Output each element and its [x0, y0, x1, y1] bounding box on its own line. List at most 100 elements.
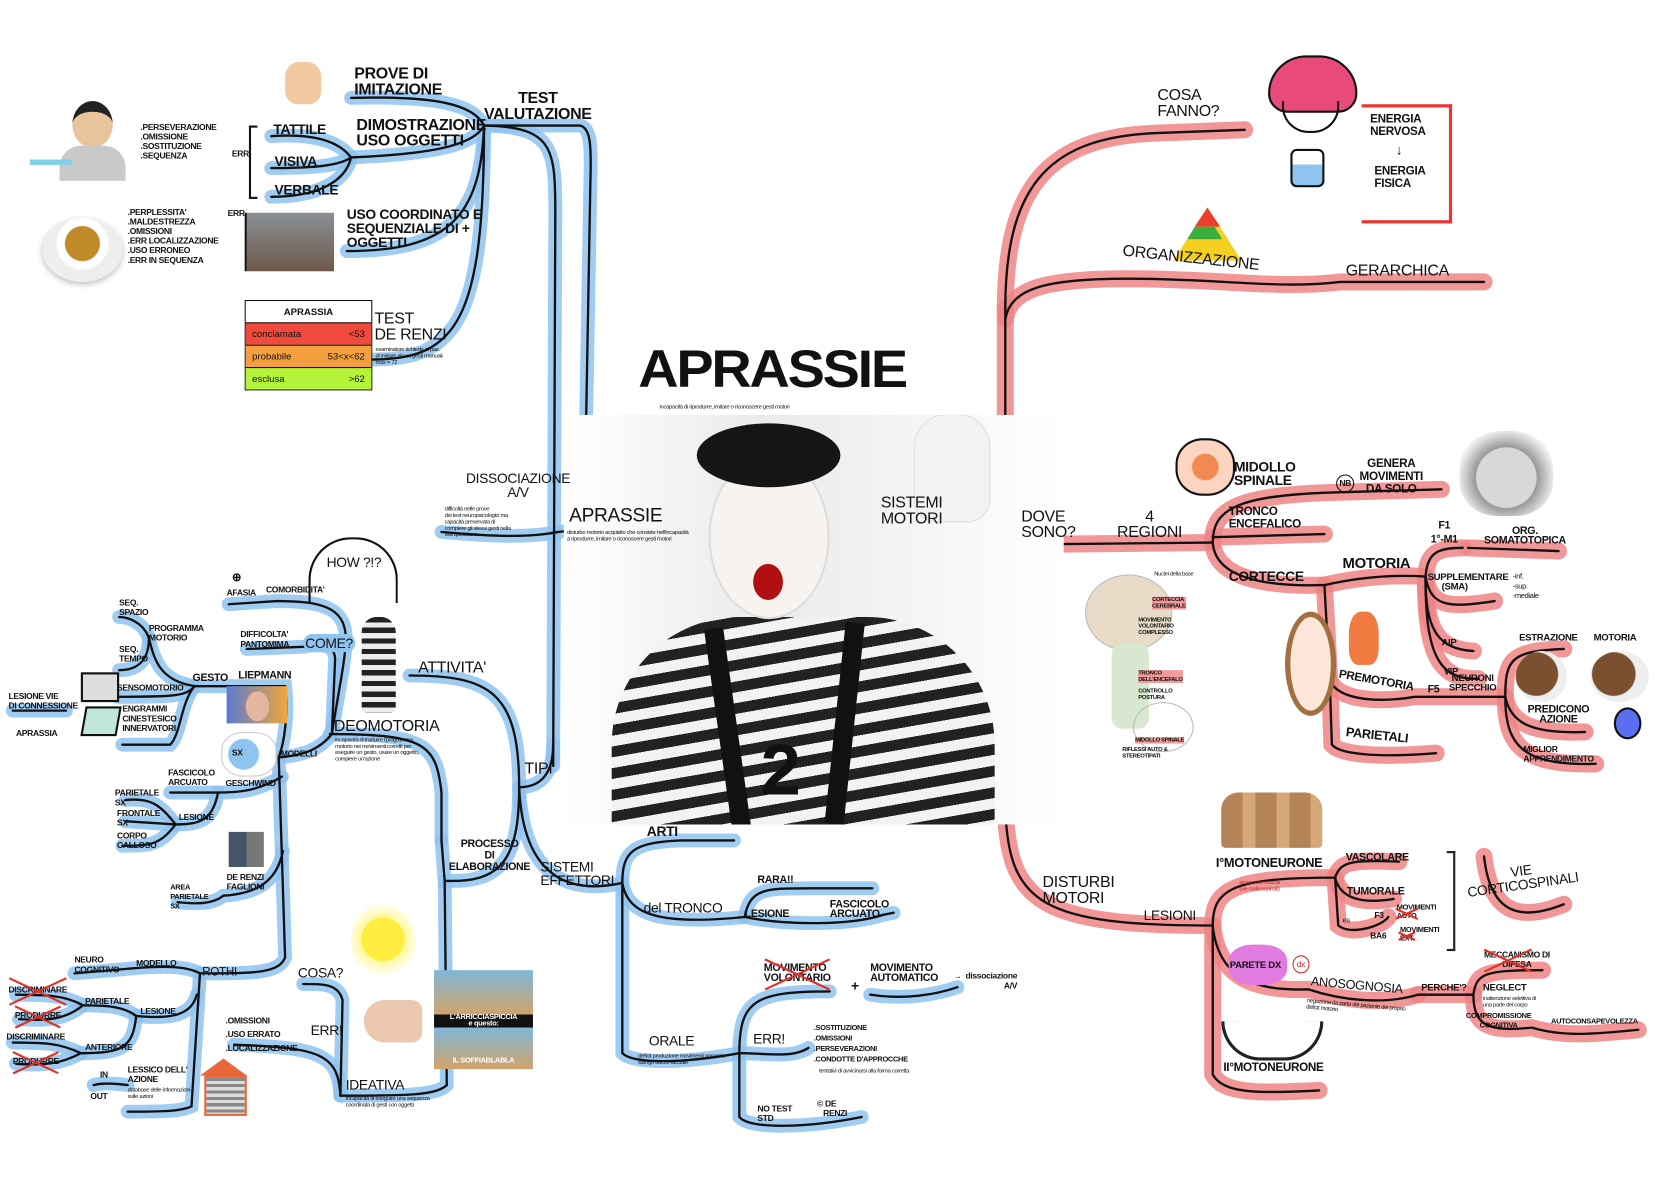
- node-modello[interactable]: MODELLO: [136, 958, 177, 969]
- node-orale[interactable]: ORALE: [648, 1032, 695, 1049]
- node-meccanismo[interactable]: MECCANISMO di DIFESA: [1484, 950, 1550, 969]
- node-f1[interactable]: F1 1°-M1: [1430, 520, 1458, 546]
- node-de-renzi-orale[interactable]: © DE RENZI: [816, 1098, 848, 1119]
- node-estrazione[interactable]: ESTRAZIONE: [1519, 631, 1578, 643]
- node-test-valutazione[interactable]: TEST VALUTAZIONE: [484, 89, 592, 124]
- node-no-test[interactable]: NO TEST STD: [757, 1104, 793, 1124]
- node-rara[interactable]: RARA!!: [757, 874, 794, 887]
- node-err-orale[interactable]: ERR!: [753, 1030, 785, 1047]
- node-cosa-fanno[interactable]: COSA FANNO?: [1157, 86, 1220, 121]
- node-cortecce[interactable]: CORTECCE: [1228, 568, 1304, 585]
- node-arti[interactable]: ARTI: [646, 823, 678, 840]
- node-prove[interactable]: PROVE di IMITAZIONE: [354, 64, 443, 99]
- node-apprendimento[interactable]: MIGLIOR APPRENDIMENTO: [1523, 744, 1594, 764]
- node-err-ideativa[interactable]: ERR!: [310, 1022, 343, 1039]
- node-gesto[interactable]: GESTO: [192, 672, 229, 685]
- node-perche[interactable]: PERCHE'?: [1421, 981, 1467, 993]
- node-lesione-vie[interactable]: LESIONE VIE di CONNESSIONE: [8, 691, 79, 711]
- node-parietale-sx[interactable]: PARIETALE SX: [114, 788, 159, 808]
- hand-photo: [363, 999, 423, 1043]
- node-ba6[interactable]: BA6: [1370, 930, 1387, 941]
- node-corpo-calloso[interactable]: CORPO CALLOSO: [117, 830, 157, 850]
- node-area-parietale[interactable]: AREA PARIETALE SX: [170, 884, 209, 911]
- node-f3[interactable]: F3: [1374, 910, 1384, 921]
- node-lessico[interactable]: LESSICO dell' AZIONE: [127, 1064, 188, 1085]
- node-midollo[interactable]: MIDOLLO SPINALE: [1234, 458, 1296, 489]
- node-seq-tempo[interactable]: SEQ. TEMPO: [119, 644, 148, 664]
- node-fascicolo-tronco[interactable]: FASCICOLO ARCUATO: [829, 898, 890, 921]
- node-disturbi[interactable]: DISTURBI MOTORI: [1042, 873, 1115, 908]
- branch-secondo: [1211, 924, 1321, 1094]
- node-vip[interactable]: VIP: [1443, 665, 1459, 677]
- node-ideativa[interactable]: IDEATIVA: [345, 1076, 405, 1093]
- node-secondo-motoneurone[interactable]: II°MOTONEURONE: [1223, 1061, 1324, 1075]
- node-tumorale[interactable]: TUMORALE: [1346, 886, 1405, 898]
- node-tipi[interactable]: TIPI: [524, 759, 553, 778]
- node-supplementare[interactable]: SUPPLEMENTARE (SMA): [1427, 571, 1509, 592]
- node-produrre-2[interactable]: PRODURRE: [13, 1056, 59, 1066]
- node-difficolta[interactable]: DIFFICOLTA' PANTOMIMA: [240, 629, 290, 649]
- node-ideomotoria[interactable]: IDEOMOTORIA: [329, 717, 440, 736]
- node-attivita[interactable]: ATTIVITA': [418, 658, 486, 677]
- node-afasia[interactable]: AFASIA: [226, 588, 257, 598]
- node-parietale-rothi[interactable]: PARIETALE: [85, 996, 130, 1007]
- node-tattile[interactable]: TATTILE: [273, 121, 326, 138]
- node-produrre-1[interactable]: PRODURRE: [15, 1011, 61, 1021]
- node-modelli[interactable]: MODELLI: [280, 748, 317, 759]
- node-parete-dx[interactable]: PARETE DX: [1229, 959, 1282, 971]
- node-anteriore[interactable]: ANTERIORE: [85, 1042, 133, 1053]
- node-verbale[interactable]: VERBALE: [274, 181, 339, 198]
- node-programma[interactable]: PROGRAMMA MOTORIO: [148, 623, 204, 643]
- node-aip[interactable]: AIP: [1441, 637, 1457, 648]
- node-lesione-rothi[interactable]: LESIONE: [140, 1006, 176, 1016]
- node-motoria[interactable]: MOTORIA: [1342, 554, 1411, 572]
- node-liepmann[interactable]: LIEPMANN: [238, 670, 292, 682]
- node-test-renzi[interactable]: TEST DE RENZI: [374, 309, 447, 344]
- node-vascolare[interactable]: VASCOLARE: [1345, 852, 1409, 864]
- node-mov-automatico[interactable]: MOVIMENTO AUTOMATICO: [870, 962, 939, 985]
- node-predicono[interactable]: PREDICONO AZIONE: [1527, 704, 1590, 726]
- node-dissociazione[interactable]: DISSOCIAZIONE A/V: [465, 470, 571, 500]
- node-frontale-sx[interactable]: FRONTALE SX: [117, 808, 161, 828]
- node-discriminare-1[interactable]: DISCRIMINARE: [9, 985, 68, 995]
- node-motoria-2[interactable]: MOTORIA: [1593, 631, 1637, 643]
- node-f5[interactable]: F5: [1427, 684, 1440, 696]
- node-fascicolo[interactable]: FASCICOLO ARCUATO: [168, 768, 215, 788]
- node-de-renzi[interactable]: DE RENZI FAGLIONI: [226, 872, 265, 892]
- node-visiva[interactable]: VISIVA: [274, 153, 317, 170]
- node-tronco-encefalico[interactable]: TRONCO ENCEFALICO: [1228, 505, 1302, 531]
- node-primo-motoneurone[interactable]: I°MOTONEURONE: [1215, 855, 1323, 871]
- node-genera[interactable]: GENERA MOVIMENTI DA SOLO: [1359, 457, 1424, 496]
- node-sensomotorio[interactable]: SENSOMOTORIO: [117, 682, 184, 693]
- node-tronco[interactable]: del TRONCO: [643, 899, 723, 916]
- node-comorbidita[interactable]: COMORBIDITA': [265, 585, 325, 595]
- node-lesione-ideo[interactable]: LESIONE: [178, 812, 214, 823]
- node-discriminare-2[interactable]: DISCRIMINARE: [6, 1031, 65, 1042]
- node-mov-ext[interactable]: MOVIMENTI EXT: [1400, 927, 1440, 944]
- node-uso-coordinato[interactable]: USO COORDINATO e SEQUENZIALE di + OGGETT…: [346, 206, 482, 250]
- node-engrammi[interactable]: ENGRAMMI CINESTESICO INNERVATORI: [122, 704, 177, 733]
- node-gerarchica[interactable]: GERARCHICA: [1345, 261, 1450, 280]
- node-neuro-cognitivo[interactable]: NEURO COGNITIVO: [74, 955, 120, 975]
- node-lesioni[interactable]: LESIONI: [1143, 907, 1197, 924]
- node-lesione-tronco[interactable]: LESIONE: [744, 908, 790, 921]
- node-processo[interactable]: PROCESSO di ELABORAZIONE: [448, 838, 531, 874]
- node-come[interactable]: COME?: [303, 634, 356, 653]
- node-neglect[interactable]: NEGLECT: [1482, 981, 1527, 993]
- node-mov-volontario[interactable]: MOVIMENTO VOLONTARIO: [764, 963, 831, 983]
- node-4-regioni[interactable]: 4 REGIONI: [1116, 507, 1183, 542]
- node-compromissione[interactable]: COMPROMISSIONE COGNITIVA: [1465, 1012, 1532, 1030]
- node-mov-auto[interactable]: MOVIMENTI AUTO: [1397, 904, 1437, 921]
- node-cosa[interactable]: COSA?: [297, 964, 344, 981]
- node-sistemi-effettori[interactable]: SISTEMI EFFETTORI: [540, 858, 615, 889]
- node-sistemi-motori[interactable]: SISTEMI MOTORI: [880, 493, 943, 528]
- node-neuroni-specchio[interactable]: NEURONI SPECCHIO: [1448, 672, 1497, 693]
- node-autoconsapevolezza[interactable]: AUTOCONSAPEVOLEZZA: [1551, 1018, 1638, 1026]
- node-geschwind[interactable]: GESCHWIND: [225, 778, 276, 789]
- node-dimostrazione[interactable]: DIMOSTRAZIONE USO OGGETTI: [356, 115, 487, 150]
- node-dove-sono[interactable]: DOVE SONO?: [1021, 507, 1076, 542]
- node-rothi[interactable]: ROTHI: [202, 965, 237, 979]
- node-seq-spazio[interactable]: SEQ. SPAZIO: [119, 597, 149, 618]
- node-aprassie[interactable]: APRASSIE: [569, 504, 663, 526]
- node-somatotopica[interactable]: ORG. SOMATOTOPICA: [1484, 525, 1566, 547]
